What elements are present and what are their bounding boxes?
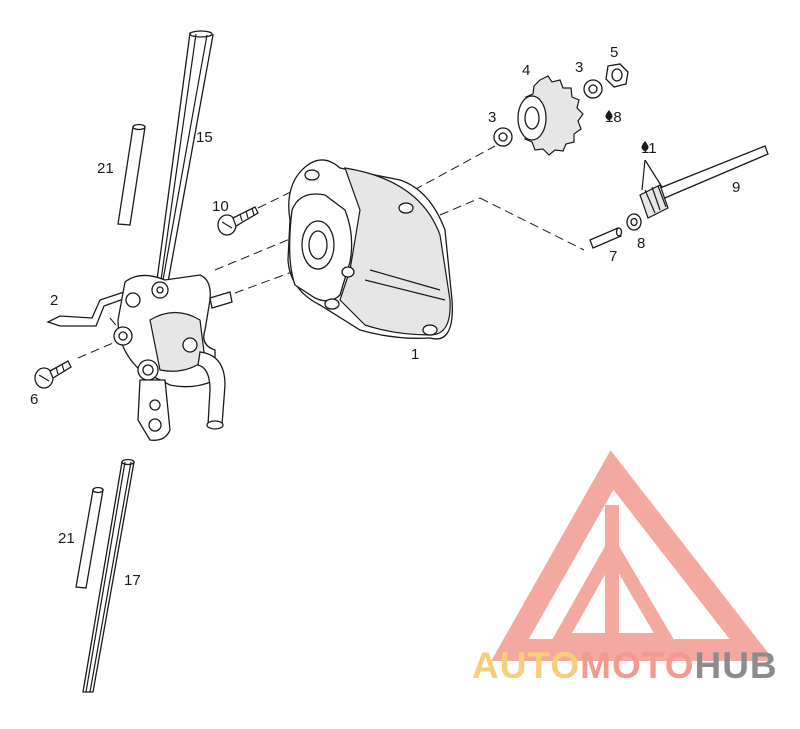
callout-2: 2 (50, 292, 59, 309)
callout-15: 15 (196, 129, 213, 146)
watermark-text: AUTOMOTOHUB (472, 645, 778, 687)
callout-10: 10 (212, 198, 229, 215)
oil-drop-icon (605, 110, 613, 120)
callout-3-upper: 3 (575, 59, 584, 76)
callout-21-lower: 21 (58, 530, 75, 547)
tube-21-upper (117, 123, 146, 226)
callout-4: 4 (522, 62, 531, 79)
nut-5 (605, 63, 629, 88)
watermark-moto: MOTO (580, 645, 695, 686)
callout-1: 1 (411, 346, 420, 363)
callout-6: 6 (30, 391, 39, 408)
gear-4 (517, 75, 584, 156)
watermark-logo (491, 450, 775, 661)
callout-17: 17 (124, 572, 141, 589)
tube-15 (156, 30, 214, 283)
tube-17 (82, 458, 135, 693)
pin-7 (589, 227, 623, 249)
callout-3-lower: 3 (488, 109, 497, 126)
watermark-auto: AUTO (472, 645, 581, 686)
callout-7: 7 (609, 248, 618, 265)
callout-9: 9 (732, 179, 741, 196)
washer-3-upper (583, 79, 603, 99)
callout-8: 8 (637, 235, 646, 252)
callout-5: 5 (610, 44, 619, 61)
tube-21-lower (75, 486, 104, 589)
callout-11: 11 (641, 141, 657, 156)
screw-10 (217, 206, 259, 236)
callout-18: 18 (605, 110, 622, 125)
washer-3-lower (493, 127, 513, 147)
cover-plate-1 (287, 159, 453, 340)
screw-6 (34, 360, 72, 389)
washer-8 (626, 213, 642, 231)
oil-drop-icon (641, 141, 649, 151)
callout-21-upper: 21 (97, 160, 114, 177)
watermark-hub: HUB (694, 645, 778, 686)
oil-pump-assembly (46, 274, 233, 441)
shaft-9 (639, 145, 769, 219)
